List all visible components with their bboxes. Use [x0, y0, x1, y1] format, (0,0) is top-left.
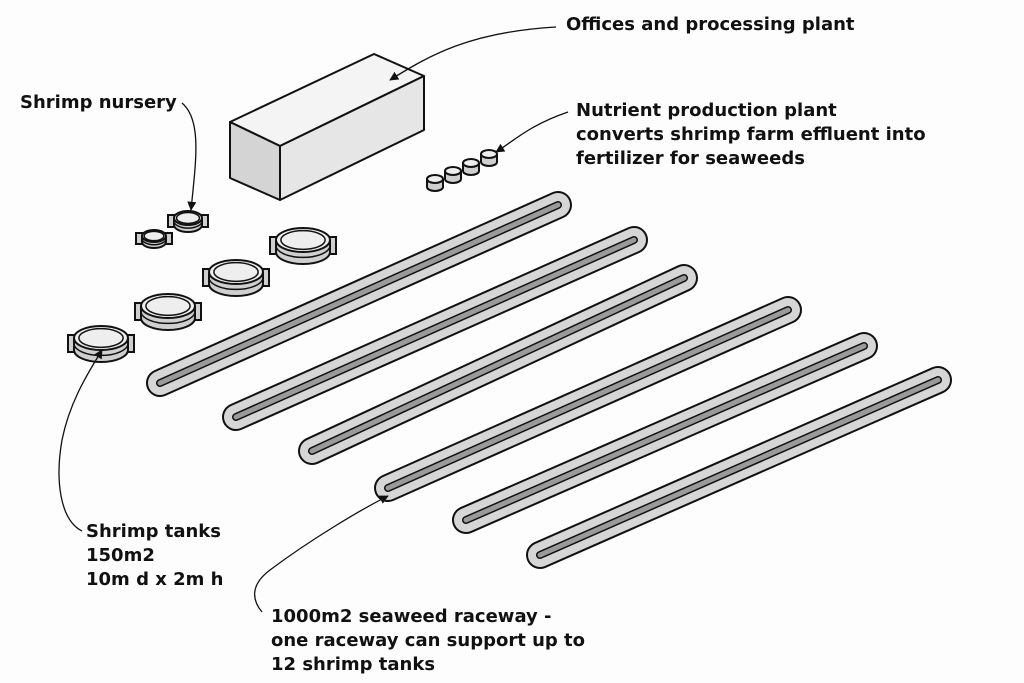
raceway-label: 1000m2 seaweed raceway - one raceway can…: [271, 605, 585, 677]
building-front-wall: [279, 75, 425, 201]
nutrient-label-line: converts shrimp farm effluent into: [576, 124, 926, 145]
offices-label: Offices and processing plant: [566, 13, 855, 37]
raceway-channel: [309, 275, 687, 454]
nutrient-label: Nutrient production plant converts shrim…: [576, 99, 926, 171]
callout-leader-line: [389, 26, 557, 81]
shrimp-tank-ring: [275, 245, 331, 259]
nutrient-label-line: fertilizer for seaweeds: [576, 148, 805, 169]
callout-leader-line: [181, 102, 197, 211]
shrimp-tank-ring: [208, 277, 264, 291]
nutrient-cylinder-top: [444, 166, 462, 176]
callout-leader-line: [58, 349, 103, 532]
raceway-label-line: 12 shrimp tanks: [271, 654, 436, 675]
nutrient-cylinder-top: [426, 174, 444, 184]
raceway-channel: [537, 377, 941, 558]
shrimp-tanks: [67, 227, 337, 363]
nursery-tank-ring: [141, 238, 167, 246]
shrimp-tank-water: [213, 261, 259, 283]
tanks-label-line: Shrimp tanks: [86, 521, 221, 542]
nutrient-label-line: Nutrient production plant: [576, 100, 837, 121]
nutrient-plant-cylinders: [426, 149, 498, 192]
shrimp-tank-water: [145, 295, 191, 317]
raceway-label-line: one raceway can support up to: [271, 630, 586, 651]
nursery-tank-water: [175, 211, 201, 225]
shrimp-tank-ring: [140, 311, 196, 325]
tanks-label-line: 150m2: [86, 545, 155, 566]
shrimp-nursery-tanks: [135, 210, 209, 249]
offices-building: [229, 53, 425, 201]
tanks-label: Shrimp tanks 150m2 10m d x 2m h: [86, 520, 223, 592]
offices-label-line: Offices and processing plant: [566, 14, 855, 35]
raceway-channel: [385, 307, 791, 491]
nutrient-cylinder-top: [462, 158, 480, 168]
nursery-tank-water: [143, 230, 165, 242]
callout-leader-line: [495, 111, 569, 153]
raceway-channel: [157, 202, 561, 386]
raceway-channel: [233, 237, 637, 420]
nursery-label-line: Shrimp nursery: [20, 92, 177, 113]
nutrient-cylinder-top: [480, 149, 498, 159]
tanks-label-line: 10m d x 2m h: [86, 569, 224, 590]
callout-leader-lines: [58, 26, 569, 613]
shrimp-tank-water: [280, 229, 326, 251]
nursery-tank-ring: [173, 221, 203, 229]
raceway-channel: [463, 343, 867, 523]
seaweed-raceways: [146, 191, 952, 569]
shrimp-tank-water: [78, 327, 124, 349]
raceway-label-line: 1000m2 seaweed raceway -: [271, 606, 552, 627]
nursery-label: Shrimp nursery: [20, 91, 177, 115]
callout-leader-line: [254, 495, 389, 613]
